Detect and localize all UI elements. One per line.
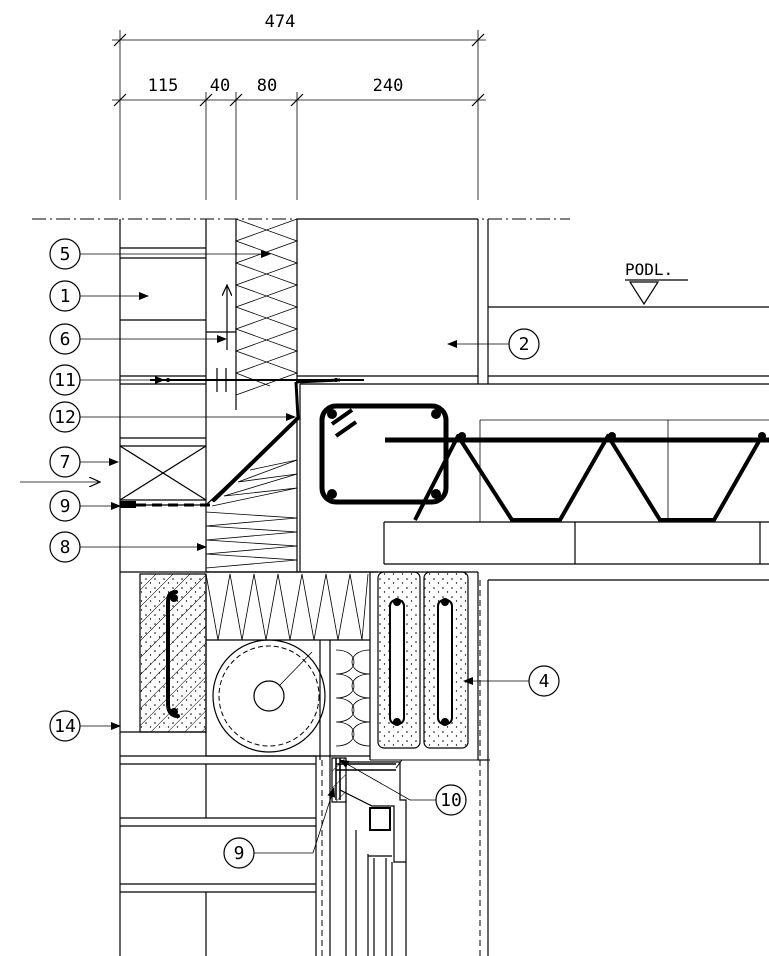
callout-5: 5 [49, 238, 271, 270]
svg-text:9: 9 [60, 496, 71, 517]
svg-text:14: 14 [54, 716, 76, 737]
dim-40: 40 [210, 76, 230, 96]
callout-7: 7 [49, 446, 119, 478]
level-triangle [628, 281, 660, 306]
svg-text:10: 10 [440, 790, 462, 811]
dim-115: 115 [148, 76, 179, 96]
dim-total: 474 [265, 12, 296, 32]
callout-12: 12 [49, 401, 296, 433]
svg-text:7: 7 [60, 452, 71, 473]
mineral-wool-insulation [234, 218, 299, 396]
wall-tie [150, 368, 364, 392]
level-label: PODL. [625, 260, 673, 279]
svg-text:2: 2 [519, 334, 530, 355]
svg-text:1: 1 [60, 286, 71, 307]
air-gap [206, 219, 237, 410]
dim-80: 80 [257, 76, 277, 96]
lattice-girder [385, 432, 769, 522]
svg-text:6: 6 [60, 329, 71, 350]
callout-9-lower: 9 [223, 787, 336, 869]
svg-text:4: 4 [539, 671, 550, 692]
callout-1: 1 [49, 280, 149, 312]
svg-text:11: 11 [54, 370, 76, 391]
callout-11: 11 [49, 364, 165, 396]
svg-text:8: 8 [60, 537, 71, 558]
callout-9-upper: 9 [49, 490, 121, 522]
callout-10: 10 [339, 759, 467, 816]
dim-240: 240 [373, 76, 404, 96]
callout-8: 8 [49, 531, 207, 563]
callout-4: 4 [463, 665, 560, 697]
callout-2: 2 [447, 328, 540, 360]
facing-brick-wall [119, 219, 207, 572]
concrete-wall [297, 218, 769, 385]
callout-14: 14 [49, 710, 121, 742]
lower-section [119, 571, 490, 956]
svg-text:12: 12 [54, 407, 76, 428]
ring-beam-reinforcement [319, 403, 449, 505]
svg-text:9: 9 [234, 843, 245, 864]
dimension-lines [112, 30, 486, 200]
callout-6: 6 [49, 323, 227, 355]
svg-text:5: 5 [60, 244, 71, 265]
floor-slab [299, 384, 769, 956]
